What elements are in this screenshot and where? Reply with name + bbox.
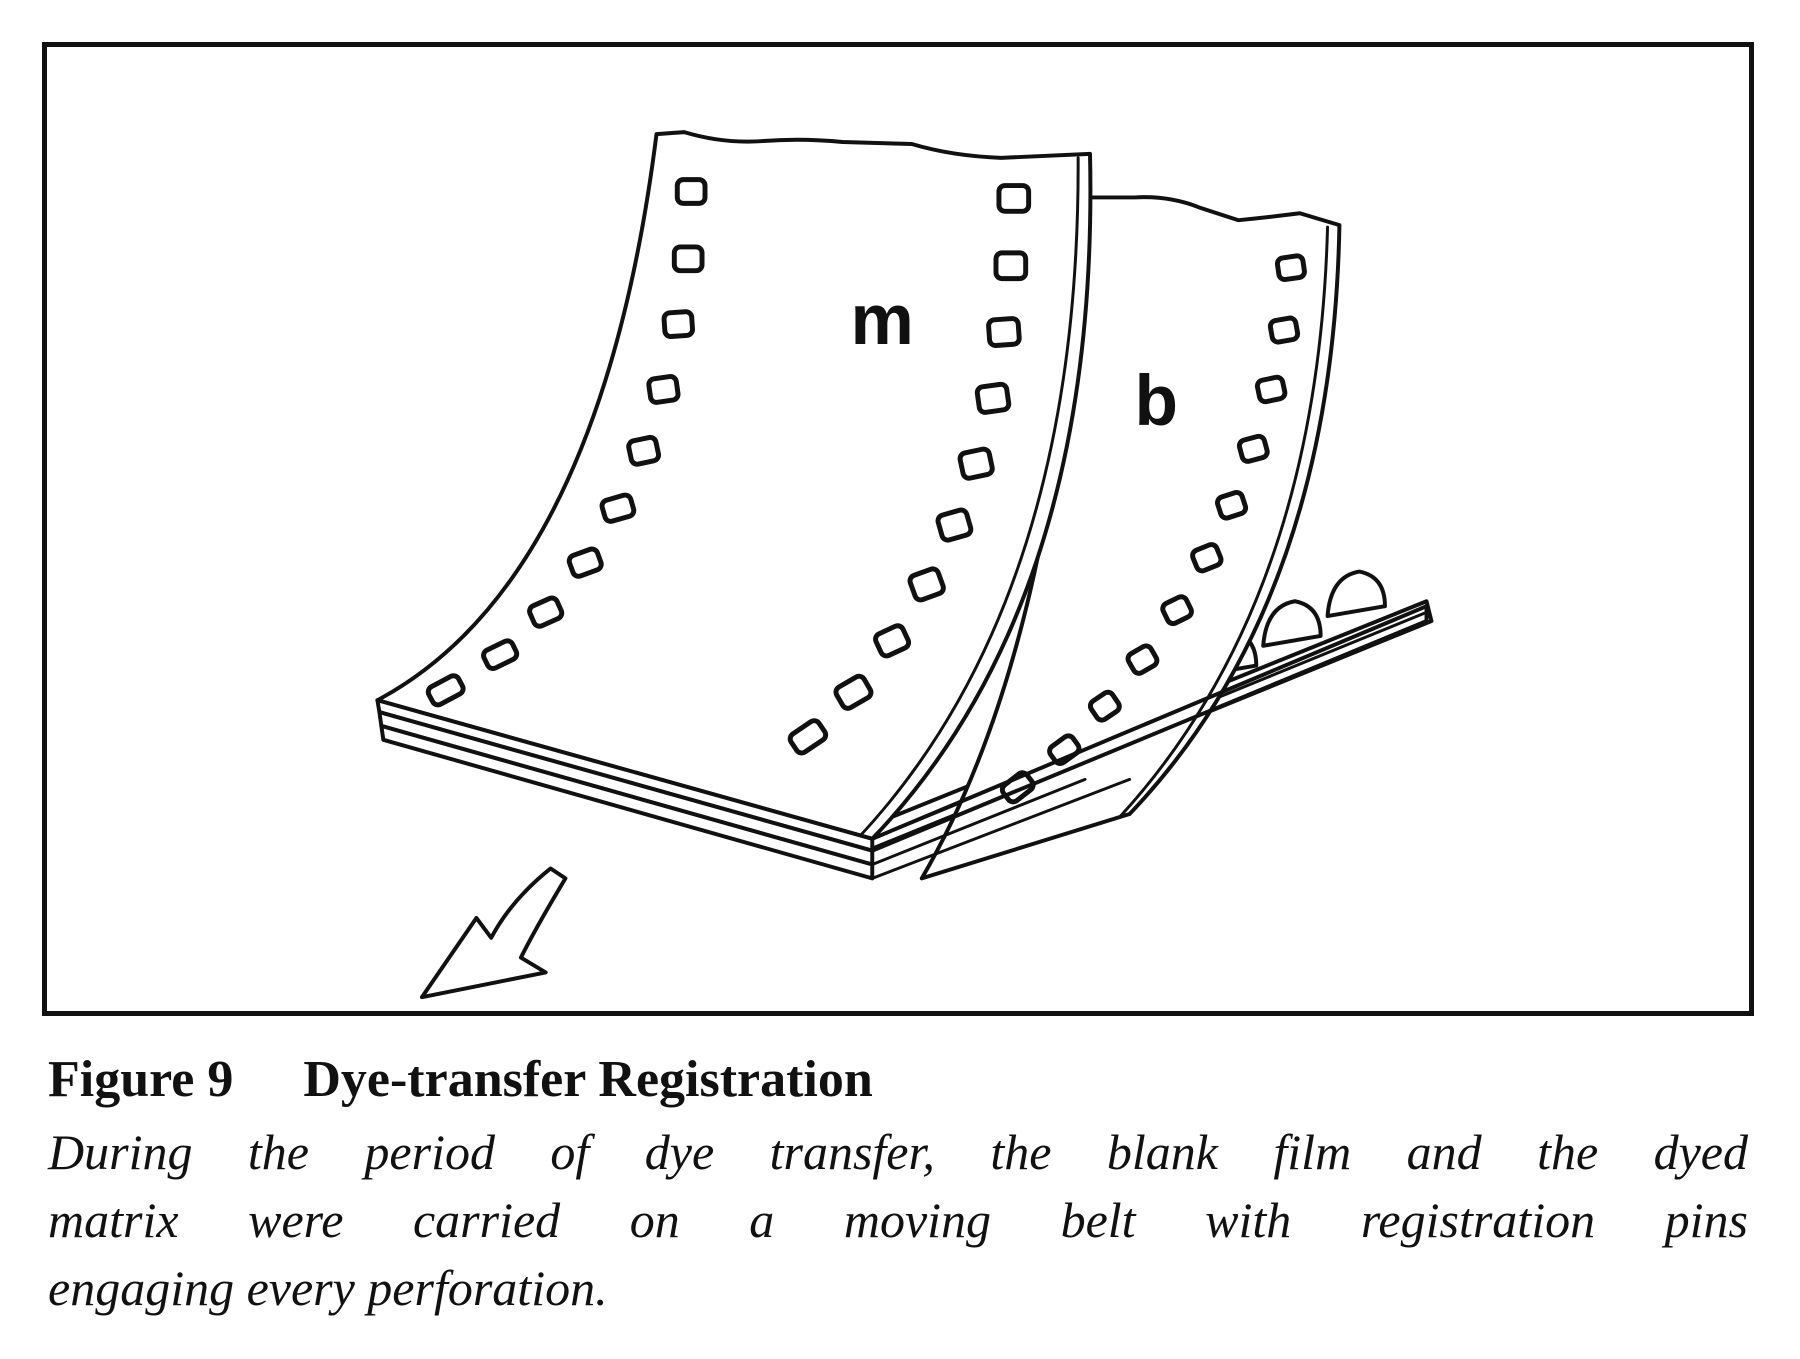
- film-b-label: b: [1135, 361, 1179, 441]
- film-m-label: m: [850, 280, 913, 360]
- dye-transfer-illustration: m b: [375, 130, 1434, 1000]
- figure-frame: m b: [42, 42, 1754, 1016]
- figure-number: Figure 9: [48, 1051, 234, 1108]
- figure-title: Dye-transfer Registration: [303, 1051, 873, 1108]
- film-m: [375, 130, 1093, 841]
- film-stack-base: [375, 604, 1429, 881]
- figure-caption: Figure 9 Dye-transfer Registration During…: [48, 1048, 1748, 1322]
- caption-body: During the period of dye transfer, the b…: [48, 1118, 1748, 1322]
- direction-arrow-icon: [419, 866, 568, 1000]
- caption-line: During the period of dye transfer, the b…: [48, 1124, 1748, 1180]
- caption-title: Figure 9 Dye-transfer Registration: [48, 1048, 1748, 1112]
- caption-line: matrix were carried on a moving belt wit…: [48, 1192, 1748, 1248]
- caption-line: engaging every perforation.: [48, 1260, 608, 1316]
